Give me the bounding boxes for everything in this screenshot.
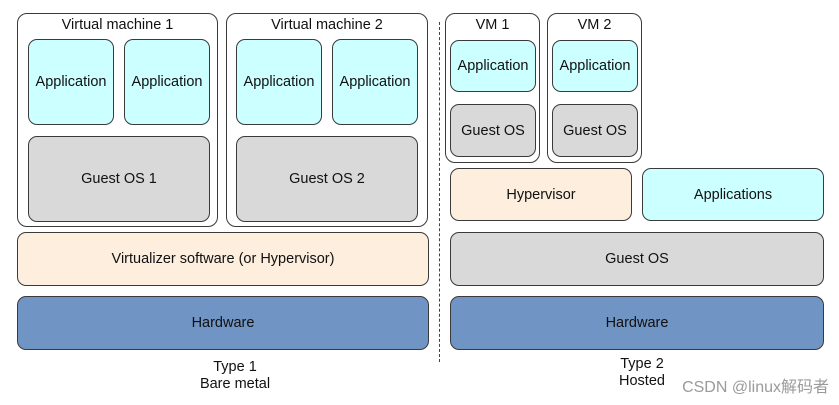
type1-vm1-application-b: Application xyxy=(124,39,210,125)
type2-applications: Applications xyxy=(642,168,824,221)
type1-guest-os-1: Guest OS 1 xyxy=(28,136,210,222)
type2-vm2-guest-os: Guest OS xyxy=(552,104,638,157)
type2-host-guest-os: Guest OS xyxy=(450,232,824,286)
type2-vm2-application: Application xyxy=(552,40,638,92)
type2-vm2-title: VM 2 xyxy=(577,17,612,33)
type2-hypervisor: Hypervisor xyxy=(450,168,632,221)
type1-vm2-title: Virtual machine 2 xyxy=(271,17,383,33)
type1-vm1-title: Virtual machine 1 xyxy=(61,17,174,33)
type2-caption: Type 2 Hosted xyxy=(567,356,717,390)
type1-caption-type: Type 1 xyxy=(213,359,257,375)
type2-vm1-guest-os: Guest OS xyxy=(450,104,536,157)
type2-caption-type: Type 2 xyxy=(620,356,664,372)
type1-vm1-application-a: Application xyxy=(28,39,114,125)
type1-virtualizer-layer: Virtualizer software (or Hypervisor) xyxy=(17,232,429,286)
type1-vm2-application-a: Application xyxy=(236,39,322,125)
type2-vm1-title: VM 1 xyxy=(475,17,510,33)
type-divider-line xyxy=(439,22,440,362)
type1-hardware-layer: Hardware xyxy=(17,296,429,350)
watermark-text: CSDN @linux解码者 xyxy=(682,379,829,396)
type1-vm2-application-b: Application xyxy=(332,39,418,125)
type1-caption: Type 1 Bare metal xyxy=(160,359,310,393)
type1-caption-desc: Bare metal xyxy=(199,376,271,392)
type2-caption-desc: Hosted xyxy=(619,373,665,389)
type2-hardware-layer: Hardware xyxy=(450,296,824,350)
type2-vm1-application: Application xyxy=(450,40,536,92)
type1-guest-os-2: Guest OS 2 xyxy=(236,136,418,222)
